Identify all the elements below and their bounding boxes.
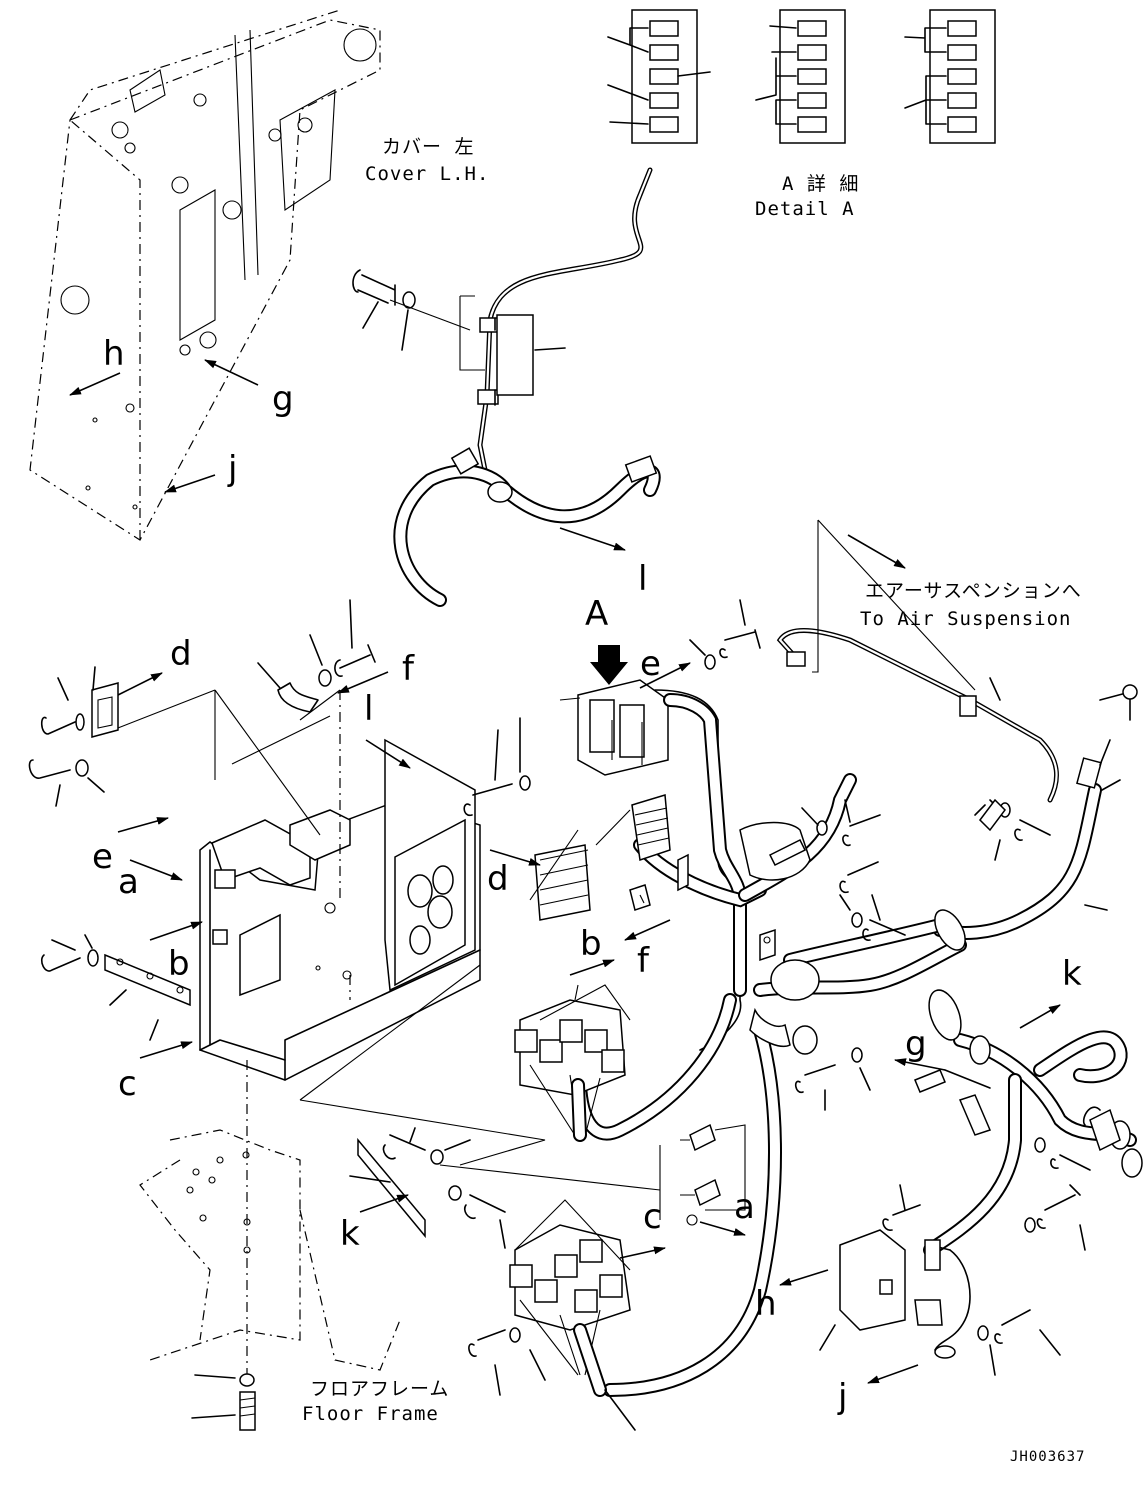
callout-f-left: f (402, 649, 415, 689)
callout-h-top: h (103, 334, 125, 374)
callout-j-bottom: j (837, 1377, 847, 1417)
callout-k-right: k (1062, 954, 1082, 994)
main-harness (463, 599, 1143, 1431)
callout-l-box: l (364, 689, 373, 729)
air-suspension-label-jp: エアーサスペンションへ (865, 580, 1082, 602)
callout-c-bottom: c (643, 1197, 662, 1237)
callout-d-left: d (170, 634, 192, 674)
upper-harness-l (352, 167, 661, 607)
detail-a-label-en: Detail A (755, 198, 855, 220)
drawing-number: JH003637 (1010, 1449, 1085, 1465)
detail-a-terminal-blocks (607, 9, 996, 144)
cover-lh-label-en: Cover L.H. (365, 163, 489, 185)
callout-e-top: e (640, 644, 661, 684)
callout-A: A (585, 594, 608, 634)
callout-g-top: g (272, 379, 294, 419)
callout-k-left: k (340, 1214, 360, 1254)
cover-lh-label-jp: カバー 左 (382, 136, 474, 158)
callout-j-top: j (227, 449, 237, 489)
floor-frame-label-jp: フロアフレーム (310, 1378, 449, 1400)
reference-arrows (69, 359, 1061, 1384)
small-hardware-left (28, 599, 506, 1431)
air-suspension-label-en: To Air Suspension (860, 608, 1071, 630)
callout-g-right: g (905, 1024, 927, 1064)
callout-b-left: b (168, 944, 190, 984)
callout-f-mid: f (637, 941, 650, 981)
callout-b-mid: b (580, 924, 602, 964)
callout-a-bottom: a (734, 1187, 755, 1227)
floor-frame-label-en: Floor Frame (302, 1403, 439, 1425)
mounting-box (99, 689, 661, 1380)
callout-a-left: a (118, 862, 139, 902)
text-labels: カバー 左 Cover L.H. A 詳 細 Detail A エアーサスペンシ… (92, 136, 1085, 1465)
detail-a-label-jp: A 詳 細 (782, 173, 859, 195)
callout-h-bottom: h (755, 1284, 777, 1324)
callout-e-left: e (92, 837, 113, 877)
callout-d-mid: d (487, 859, 509, 899)
cover-lh-panel (29, 9, 381, 541)
callout-l-top: l (638, 559, 647, 599)
callout-c-left: c (118, 1064, 137, 1104)
